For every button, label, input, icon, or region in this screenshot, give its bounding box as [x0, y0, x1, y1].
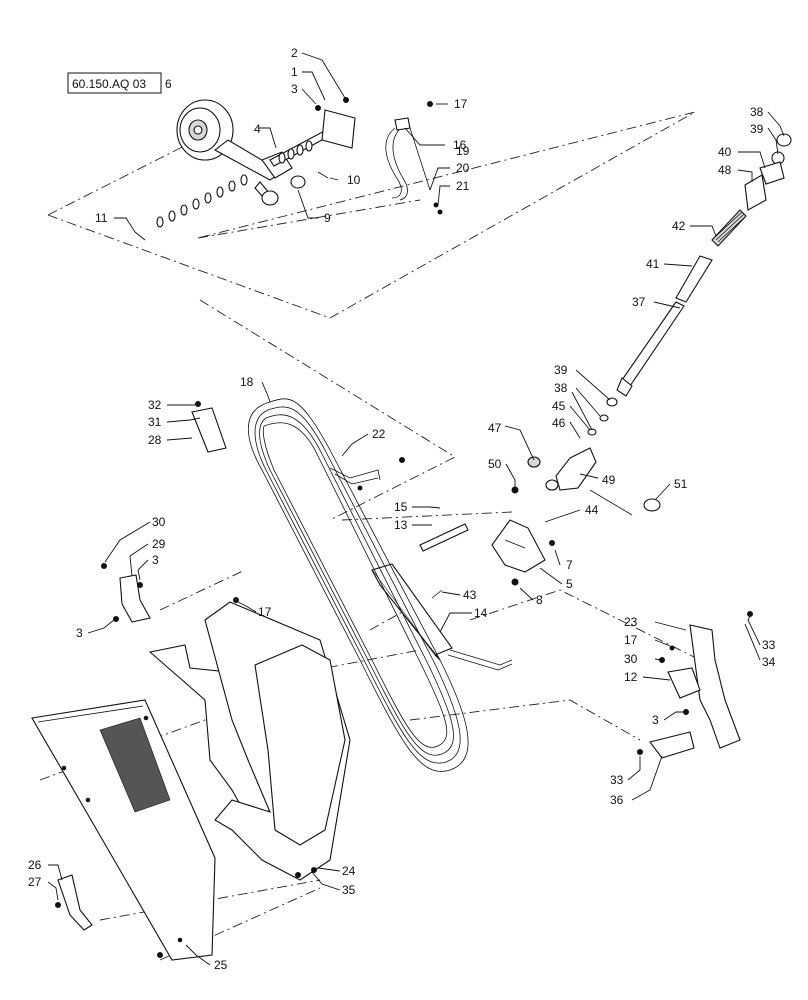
- callout-10: 10: [347, 173, 361, 187]
- callout-11: 11: [95, 211, 108, 225]
- callout-26: 26: [28, 858, 42, 872]
- callout-14: 14: [474, 606, 488, 620]
- callout-21: 21: [456, 179, 470, 193]
- callout-30: 30: [152, 515, 166, 529]
- callout-15: 15: [394, 500, 408, 514]
- callout-17: 17: [454, 97, 468, 111]
- idler-pulley-assembly: [134, 97, 443, 241]
- callout-19: 19: [456, 144, 470, 158]
- callout-33: 33: [610, 773, 624, 787]
- callout-39: 39: [750, 122, 764, 136]
- callout-40: 40: [718, 145, 732, 159]
- bracket-5: [491, 519, 555, 586]
- callout-33: 33: [762, 638, 776, 652]
- callout-42: 42: [672, 219, 686, 233]
- callout-17: 17: [258, 605, 272, 619]
- drive-belt: [247, 398, 469, 772]
- inner-shield: [148, 601, 351, 881]
- callout-50: 50: [488, 457, 502, 471]
- ring: [290, 175, 306, 189]
- callout-3: 3: [152, 553, 159, 567]
- callout-35: 35: [342, 883, 356, 897]
- callout-23: 23: [624, 615, 638, 629]
- rod: [675, 255, 713, 303]
- callout-30: 30: [624, 652, 638, 666]
- bracket-29: [101, 563, 239, 623]
- right-bracket: [637, 611, 753, 759]
- reference-box[interactable]: 60.150.AQ 03 6: [67, 72, 172, 94]
- reference-box-index: 6: [165, 77, 172, 91]
- callout-3: 3: [291, 82, 298, 96]
- callout-24: 24: [342, 864, 356, 878]
- callout-38: 38: [750, 105, 764, 119]
- callout-39: 39: [554, 363, 568, 377]
- callout-22: 22: [372, 427, 386, 441]
- callout-34: 34: [762, 655, 776, 669]
- callout-49: 49: [602, 473, 616, 487]
- callout-13: 13: [394, 518, 408, 532]
- callout-12: 12: [624, 670, 638, 684]
- tension-rod-assembly: [511, 133, 792, 516]
- callout-20: 20: [456, 161, 470, 175]
- callout-32: 32: [148, 398, 162, 412]
- screen-mesh: [99, 717, 171, 813]
- callout-31: 31: [148, 415, 162, 429]
- callout-44: 44: [585, 503, 599, 517]
- callout-25: 25: [214, 958, 228, 972]
- leader-lines: [47, 52, 785, 966]
- reference-box-label: 60.150.AQ 03: [72, 77, 146, 91]
- threaded-rod: [621, 301, 685, 387]
- yoke: [555, 447, 597, 491]
- callout-29: 29: [152, 537, 166, 551]
- callout-5: 5: [566, 577, 573, 591]
- spring: [711, 209, 747, 247]
- callout-48: 48: [718, 163, 732, 177]
- bracket-28: [191, 401, 227, 453]
- callout-41: 41: [646, 257, 660, 271]
- callout-27: 27: [28, 875, 42, 889]
- callout-4: 4: [254, 122, 261, 136]
- callout-47: 47: [488, 421, 502, 435]
- callout-3: 3: [652, 713, 659, 727]
- front-shield: [31, 699, 216, 961]
- callout-2: 2: [291, 46, 298, 60]
- callout-38: 38: [554, 381, 568, 395]
- washer-set: [278, 140, 313, 164]
- lever-assembly: [371, 563, 513, 671]
- bracket-26: [55, 874, 93, 931]
- callout-16: 16: [453, 138, 467, 152]
- callout-45: 45: [552, 399, 566, 413]
- pins: [329, 457, 469, 552]
- callout-36: 36: [610, 793, 624, 807]
- callout-labels: 2 1 3 17 4 16 19 20 21 10 9 11 38 39 40 …: [28, 46, 776, 972]
- callout-18: 18: [240, 375, 254, 389]
- callout-37: 37: [632, 295, 646, 309]
- callout-3: 3: [76, 626, 83, 640]
- washer-set-lower: [156, 174, 248, 228]
- callout-46: 46: [552, 416, 566, 430]
- callout-17: 17: [624, 633, 638, 647]
- callout-7: 7: [566, 558, 573, 572]
- ring-51: [643, 498, 661, 512]
- hose: [385, 127, 402, 199]
- callout-28: 28: [148, 433, 162, 447]
- callout-43: 43: [463, 588, 477, 602]
- mount-plate: [321, 109, 356, 149]
- callout-9: 9: [324, 211, 331, 225]
- callout-51: 51: [674, 477, 688, 491]
- callout-1: 1: [291, 65, 298, 79]
- callout-8: 8: [536, 593, 543, 607]
